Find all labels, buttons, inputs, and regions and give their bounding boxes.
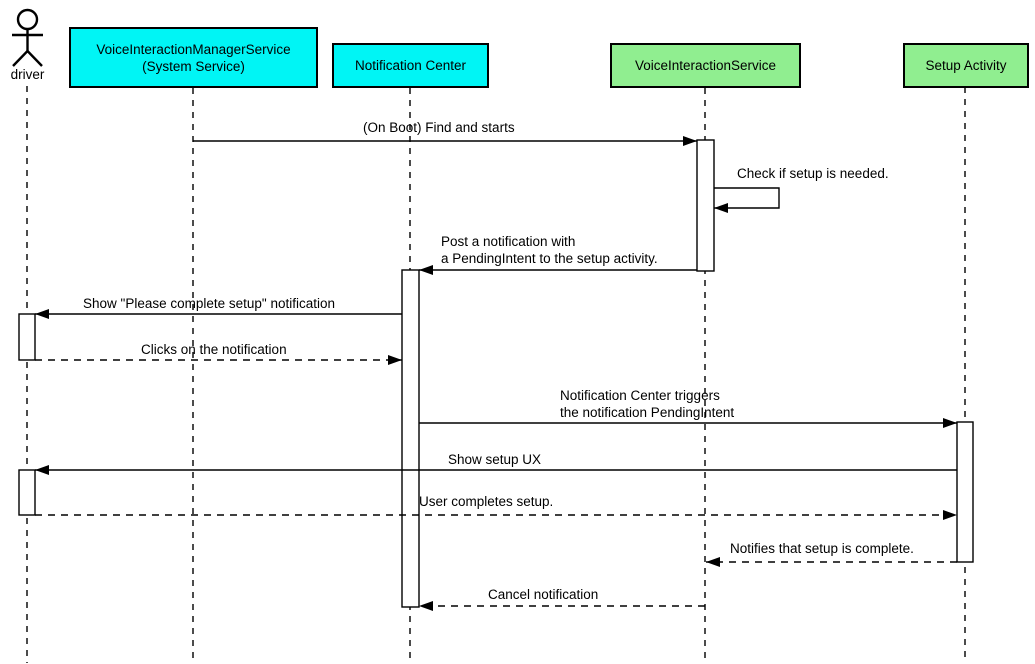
message-arrow-2-self — [714, 187, 780, 213]
activation-driver-1 — [18, 313, 36, 361]
message-label-6: Notification Center triggers the notific… — [560, 388, 735, 420]
message-label-9: Notifies that setup is complete. — [730, 541, 914, 556]
participant-voiceinteractionmanagerservice: VoiceInteractionManagerService (System S… — [69, 27, 318, 88]
activation-setup-activity — [956, 421, 974, 563]
activation-driver-2 — [18, 469, 36, 516]
message-label-1: (On Boot) Find and starts — [363, 120, 515, 135]
message-label-5: Clicks on the notification — [141, 342, 287, 357]
participant-notification-center: Notification Center — [332, 43, 489, 88]
message-label-4: Show "Please complete setup" notificatio… — [83, 296, 335, 311]
actor-driver-label: driver — [10, 67, 45, 82]
message-label-2: Check if setup is needed. — [737, 166, 889, 181]
participant-voiceinteractionservice: VoiceInteractionService — [610, 43, 801, 88]
message-label-10: Cancel notification — [488, 587, 599, 602]
participant-setup-activity: Setup Activity — [903, 43, 1029, 88]
activation-voiceinteractionservice — [696, 139, 715, 272]
message-label-3: Post a notification with a PendingIntent… — [441, 234, 658, 266]
message-label-8: User completes setup. — [419, 494, 554, 509]
actor-driver-icon — [12, 8, 43, 67]
activation-notification-center — [401, 269, 420, 608]
message-label-7: Show setup UX — [448, 452, 542, 467]
